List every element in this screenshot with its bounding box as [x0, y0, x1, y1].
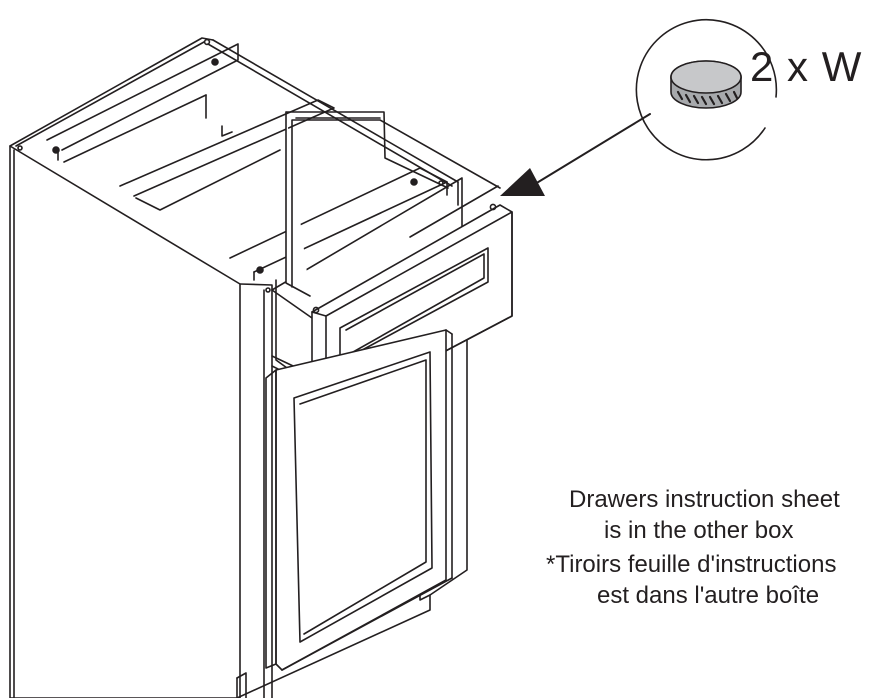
drawer-screw-hole — [489, 203, 497, 211]
cabinet-face-frame — [239, 283, 273, 698]
hardware-callout — [500, 18, 778, 196]
door-outer — [275, 329, 447, 671]
screw-hole — [17, 145, 23, 151]
drawer-box-left-side — [285, 111, 311, 297]
hardware-quantity-label: 2 x W — [750, 43, 863, 90]
middle-top-stretcher — [119, 99, 335, 197]
callout-arrow-line — [534, 113, 651, 185]
door-edge — [265, 369, 277, 669]
drawer-box-right-side — [291, 119, 501, 288]
screw-hole — [203, 38, 211, 46]
screw-hole — [410, 178, 418, 186]
callout-arrow-head — [500, 168, 545, 196]
rear-top-stretcher — [229, 167, 448, 273]
drawer-screw-hole — [312, 306, 320, 314]
screw-hole — [256, 266, 264, 274]
note-line-1: Drawers instruction sheet — [569, 486, 840, 513]
drawer-front-recess — [339, 247, 489, 363]
drawer-box-back — [285, 111, 449, 189]
screw-hole — [211, 58, 219, 66]
note-line-4: est dans l'autre boîte — [597, 582, 820, 609]
cabinet-top-left-edge — [9, 37, 214, 147]
front-top-stretcher — [46, 43, 239, 151]
round-knurled-cap-icon — [670, 60, 742, 109]
cabinet-left-panel — [9, 145, 241, 698]
note-line-3: *Tiroirs feuille d'instructions — [546, 551, 837, 578]
cabinet-door — [265, 329, 453, 671]
door-panel — [293, 351, 433, 643]
screw-hole — [52, 146, 60, 154]
cabinet-top-right-edge — [212, 39, 459, 183]
note-line-2: is in the other box — [604, 517, 794, 544]
screw-hole — [265, 287, 271, 293]
